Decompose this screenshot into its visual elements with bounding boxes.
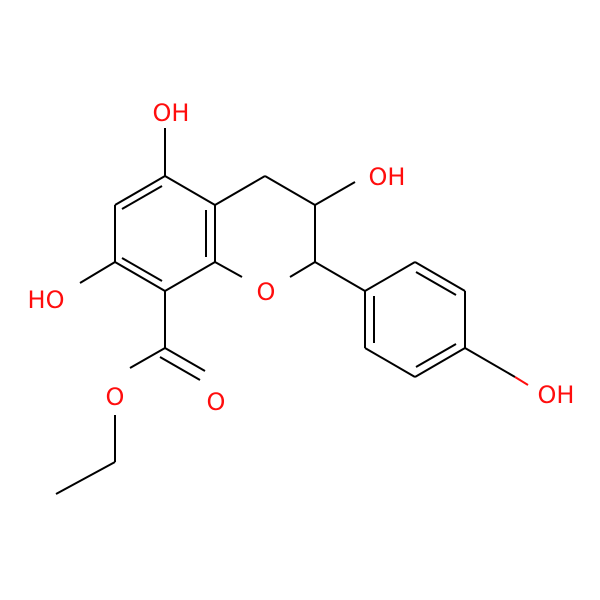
label-oh-c3: OH [369, 163, 406, 191]
label-oh-c5: OH [153, 99, 190, 127]
bond-c8-c8a [164, 261, 216, 292]
bond-c4-c3 [264, 175, 316, 206]
bond-c4p-o-red [514, 376, 529, 386]
label-o-ring: O [257, 278, 276, 306]
bond-c5p-c6p [364, 347, 416, 378]
bond-c7-c8-inner [121, 257, 163, 282]
bond-c5-c6 [114, 175, 166, 206]
bond-c4p-c5p-inner [415, 343, 457, 368]
bond-c2-c1p [314, 261, 366, 292]
bond-c7-c8 [114, 261, 166, 292]
bond-c2p-c3p-inner [415, 271, 457, 296]
bond-ch2-ch3 [55, 461, 116, 495]
bond-ccarbonyl-o-double-a [164, 347, 206, 372]
label-o-carbonyl: O [207, 388, 226, 416]
bond-c7-o [79, 261, 116, 284]
bond-c4a-c5 [164, 175, 216, 206]
bond-c5-c6-inner [121, 185, 163, 210]
bond-c4a-c4 [214, 175, 266, 206]
bond-o1-c8a [214, 261, 243, 278]
label-ho-c7: HO [28, 286, 65, 314]
bond-ccarbonyl-o-double-b [159, 356, 201, 381]
label-o-ester: O [106, 383, 125, 411]
bond-c2-o1 [289, 261, 316, 278]
label-oh-phenyl: OH [538, 381, 575, 409]
bond-ccarbonyl-o-ester [129, 347, 166, 369]
bond-c1p-c2p [364, 261, 416, 292]
bond-c4p-c5p [414, 347, 466, 378]
bond-c2p-c3p [414, 261, 466, 292]
bond-c4p-o [464, 347, 516, 378]
bond-c3-o [314, 181, 356, 206]
